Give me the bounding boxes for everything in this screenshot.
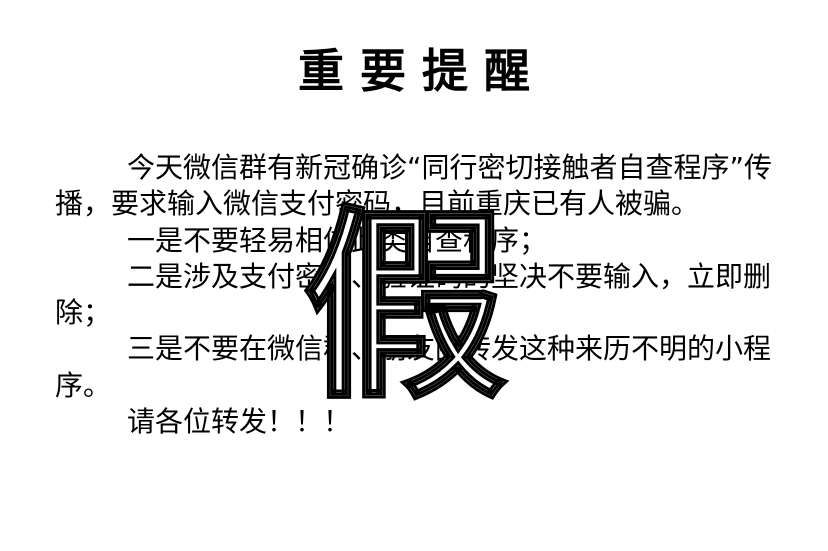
- paragraph-point-two: 二是涉及支付密码、验证码的坚决不要输入，立即删除；: [55, 259, 772, 330]
- notice-title: 重要提醒: [298, 44, 546, 98]
- paragraph-point-three: 三是不要在微信群、朋友圈转发这种来历不明的小程序。: [55, 332, 772, 402]
- notice-body: 今天微信群有新冠确诊“同行密切接触者自查程序”传播，要求输入微信支付密码，目前重…: [55, 150, 775, 440]
- paragraph-intro: 今天微信群有新冠确诊“同行密切接触者自查程序”传播，要求输入微信支付密码，目前重…: [55, 151, 773, 221]
- paragraph-point-one: 一是不要轻易相信此类自查程序；: [127, 223, 548, 257]
- paragraph-forward-request: 请各位转发！！！: [127, 405, 352, 439]
